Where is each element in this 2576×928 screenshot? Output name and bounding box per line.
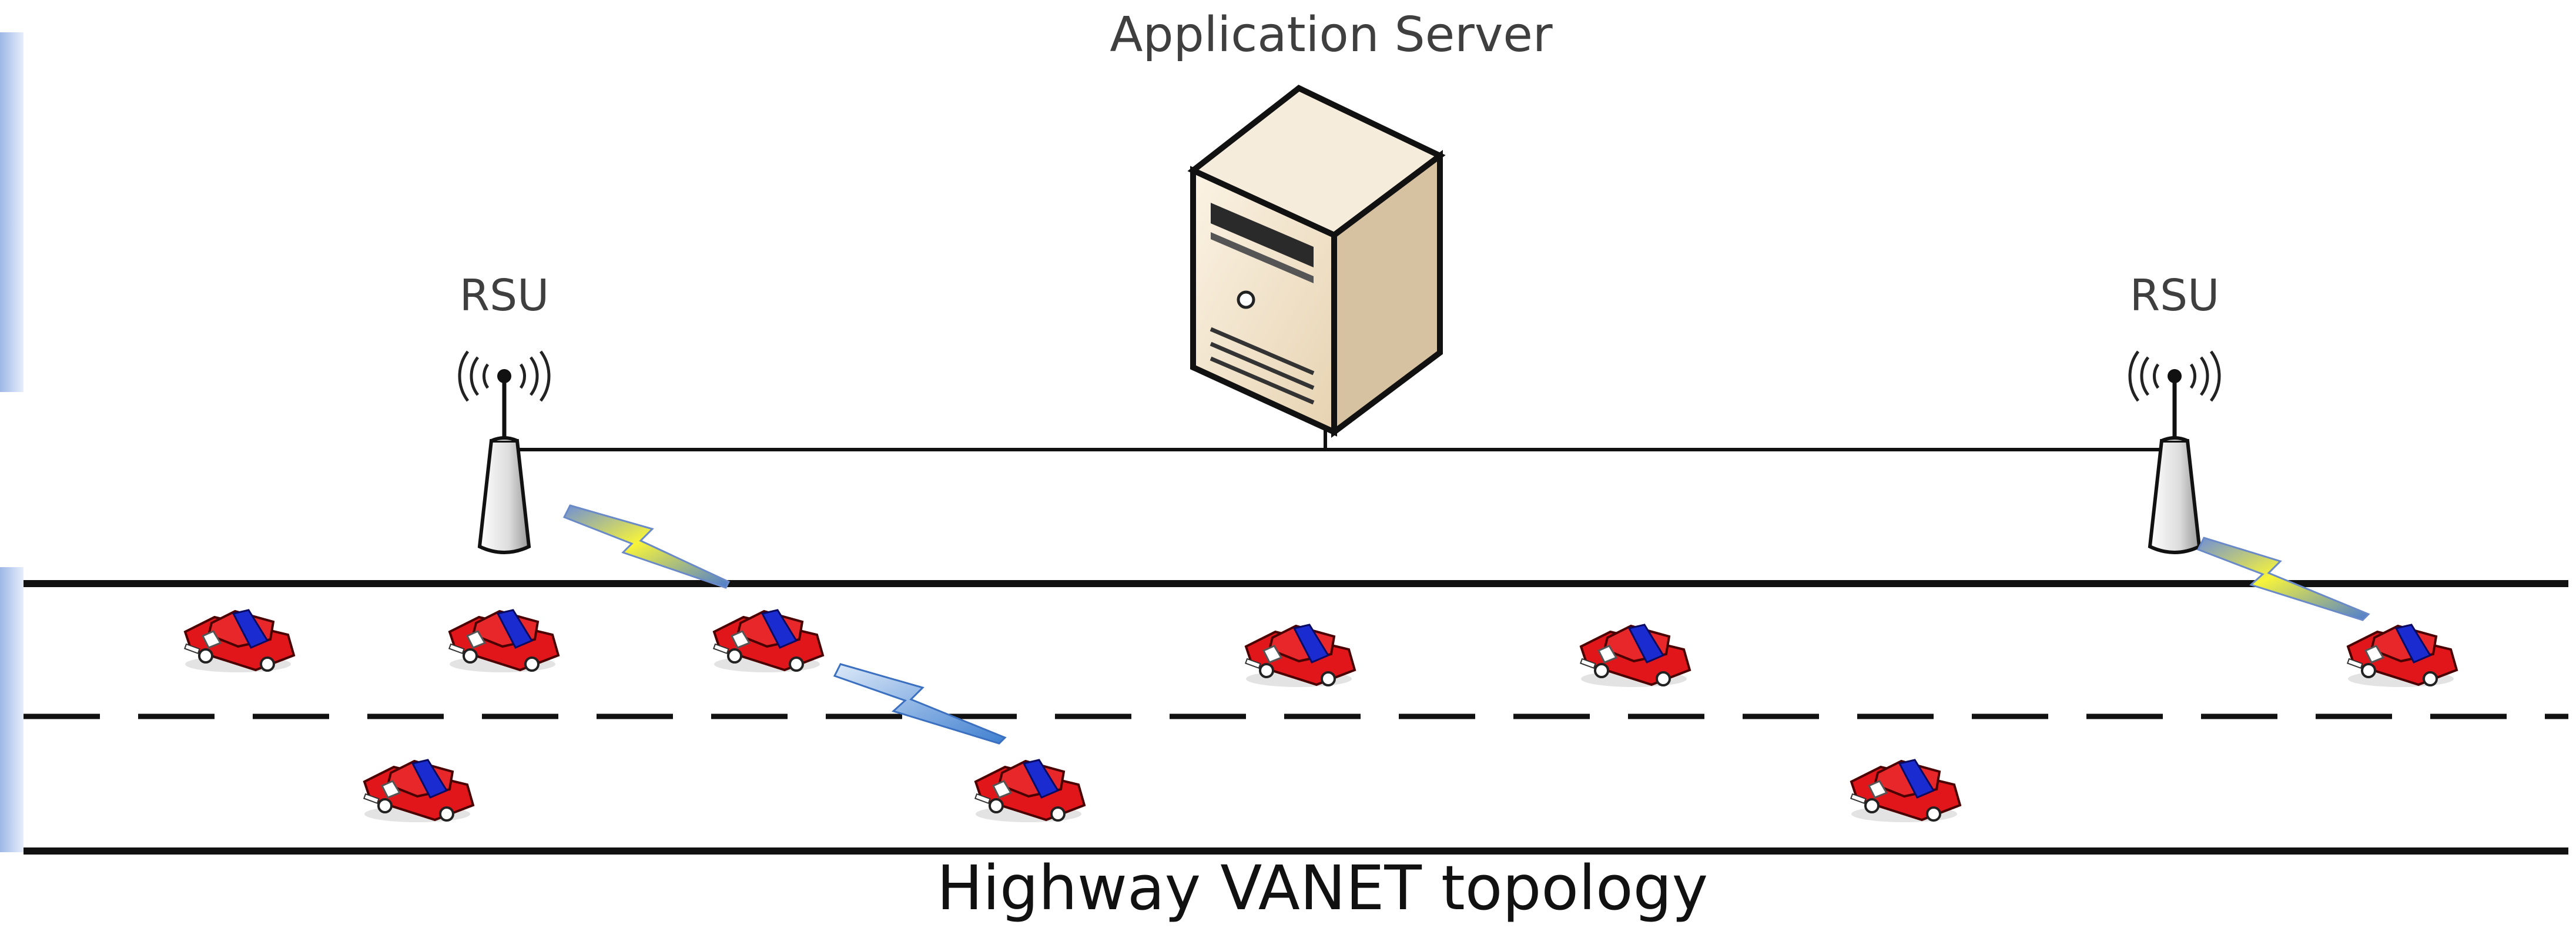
rsu-right-icon bbox=[2130, 351, 2219, 552]
car-icon bbox=[1850, 759, 1961, 823]
wireless-link-rsu-left bbox=[562, 504, 731, 589]
rsu-left-label: RSU bbox=[459, 270, 550, 321]
accent-bar-top bbox=[0, 32, 24, 392]
rsu-right-label: RSU bbox=[2129, 270, 2220, 321]
car-icon bbox=[974, 759, 1086, 823]
car-icon bbox=[712, 609, 824, 674]
figure-caption: Highway VANET topology bbox=[936, 852, 1709, 924]
car-icon bbox=[1579, 624, 1691, 688]
car-icon bbox=[1244, 624, 1356, 688]
car-icon bbox=[363, 759, 474, 823]
car-icon bbox=[2346, 624, 2458, 688]
accent-bar-bottom bbox=[0, 567, 24, 852]
server-tower-icon bbox=[1187, 85, 1446, 438]
car-icon bbox=[448, 609, 560, 674]
wireless-link-v2v bbox=[833, 663, 1007, 745]
wireless-link-rsu-right bbox=[2196, 537, 2370, 621]
car-icon bbox=[183, 609, 295, 674]
rsu-left-icon bbox=[460, 351, 549, 552]
server-label: Application Server bbox=[1110, 7, 1553, 63]
